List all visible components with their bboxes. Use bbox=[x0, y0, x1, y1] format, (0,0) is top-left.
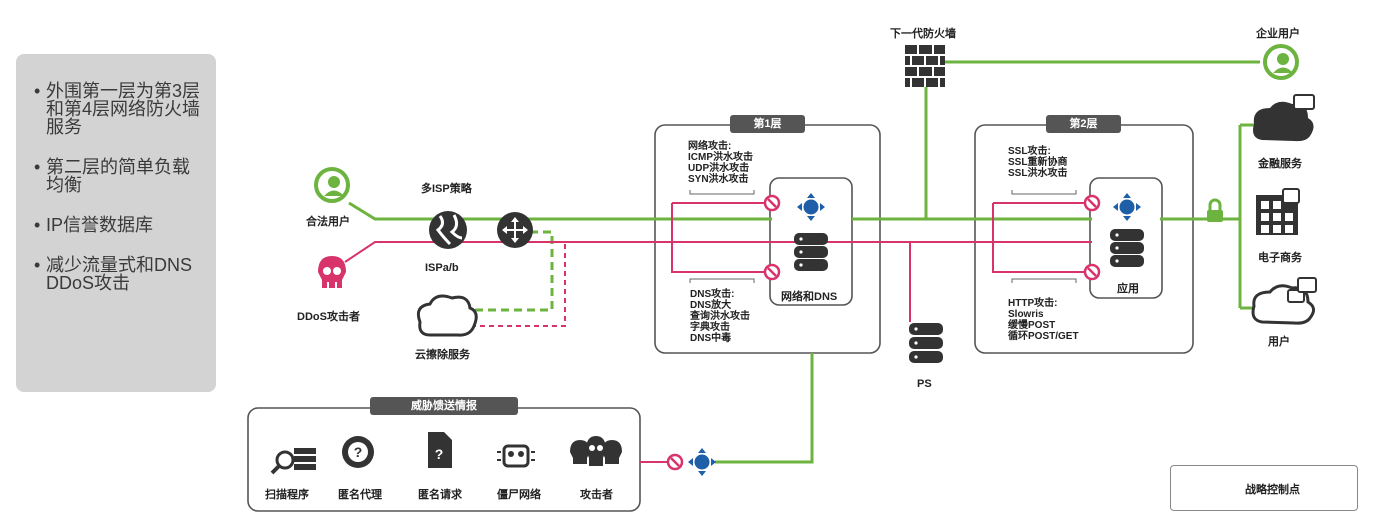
http-attack-title: HTTP攻击: bbox=[1008, 298, 1058, 309]
scanner-label: 扫描程序 bbox=[265, 489, 309, 501]
svg-text:?: ? bbox=[354, 444, 363, 460]
enterprise-user-icon bbox=[1263, 44, 1299, 80]
finance-cloud-icon bbox=[1253, 94, 1315, 142]
cloud-icon bbox=[416, 294, 478, 337]
legend-label: 战略控制点 bbox=[1245, 484, 1300, 496]
anon-request-icon: ? bbox=[428, 432, 452, 468]
lock-icon bbox=[1207, 198, 1223, 222]
http-attack-items: Slowris 缓慢POST 循环POST/GET bbox=[1008, 309, 1079, 342]
http-attack-list: HTTP攻击: Slowris 缓慢POST 循环POST/GET bbox=[1008, 298, 1079, 342]
globe-icon bbox=[429, 211, 467, 249]
ngfw-label: 下一代防火墙 bbox=[890, 28, 956, 40]
block-icon-5 bbox=[666, 453, 684, 471]
finance-label: 金融服务 bbox=[1258, 158, 1302, 170]
firewall-icon bbox=[905, 45, 945, 87]
cloud-scrub-label: 云擦除服务 bbox=[415, 349, 470, 361]
ispab-label: ISPa/b bbox=[425, 262, 459, 274]
skulls-icon bbox=[570, 436, 622, 466]
app-label: 应用 bbox=[1117, 283, 1139, 295]
dns-attack-items: DNS放大 查询洪水攻击 字典攻击 DNS中毒 bbox=[690, 300, 750, 344]
network-attack-title: 网络攻击: bbox=[688, 141, 732, 152]
ssl-attack-title: SSL攻击: bbox=[1008, 146, 1051, 157]
network-attack-items: ICMP洪水攻击 UDP洪水攻击 SYN洪水攻击 bbox=[688, 152, 753, 185]
enterprise-user-label: 企业用户 bbox=[1256, 28, 1300, 40]
legit-user-label: 合法用户 bbox=[306, 216, 350, 228]
legit-user-icon bbox=[314, 167, 350, 203]
ssl-attack-items: SSL重新协商 SSL洪水攻击 bbox=[1008, 157, 1068, 179]
block-icon-2 bbox=[763, 263, 781, 281]
user-cloud-icon bbox=[1251, 277, 1317, 325]
net-dns-label: 网络和DNS bbox=[781, 291, 838, 303]
botnet-icon bbox=[497, 444, 535, 468]
skull-icon bbox=[318, 256, 346, 288]
block-icon-3 bbox=[1083, 194, 1101, 212]
botnet-label: 僵尸网络 bbox=[497, 489, 541, 501]
ecommerce-label: 电子商务 bbox=[1258, 252, 1302, 264]
ps-label: PS bbox=[917, 378, 932, 390]
anon-request-label: 匿名请求 bbox=[418, 489, 462, 501]
control-point-threat bbox=[688, 448, 716, 476]
bullet-3: IP信誉数据库 bbox=[34, 216, 206, 234]
block-icon-1 bbox=[763, 194, 781, 212]
dns-attack-list: DNS攻击: DNS放大 查询洪水攻击 字典攻击 DNS中毒 bbox=[690, 289, 750, 344]
summary-panel: 外围第一层为第3层和第4层网络防火墙服务 第二层的简单负载均衡 IP信誉数据库 … bbox=[16, 54, 216, 392]
multi-isp-label: 多ISP策略 bbox=[421, 183, 472, 195]
scanner-icon bbox=[270, 448, 316, 475]
ddos-attacker-label: DDoS攻击者 bbox=[297, 311, 360, 323]
attacker-label: 攻击者 bbox=[580, 489, 613, 501]
svg-text:?: ? bbox=[435, 446, 444, 462]
building-icon bbox=[1256, 188, 1300, 235]
users-label: 用户 bbox=[1268, 336, 1290, 348]
bullet-2: 第二层的简单负载均衡 bbox=[34, 158, 206, 194]
network-attack-list: 网络攻击: ICMP洪水攻击 UDP洪水攻击 SYN洪水攻击 bbox=[688, 141, 753, 185]
router-icon bbox=[497, 212, 533, 248]
threat-feed-tab: 威胁馈送情报 bbox=[370, 397, 518, 415]
server-icon-layer2 bbox=[1110, 229, 1144, 267]
server-icon-layer1 bbox=[794, 233, 828, 271]
bullet-1: 外围第一层为第3层和第4层网络防火墙服务 bbox=[34, 82, 206, 136]
server-icon-ps bbox=[909, 323, 943, 363]
block-icon-4 bbox=[1083, 263, 1101, 281]
bullet-4: 减少流量式和DNS DDoS攻击 bbox=[34, 256, 206, 292]
layer2-tab: 第2层 bbox=[1046, 115, 1121, 133]
ssl-attack-list: SSL攻击: SSL重新协商 SSL洪水攻击 bbox=[1008, 146, 1067, 179]
dns-attack-title: DNS攻击: bbox=[690, 289, 735, 300]
legend-box bbox=[1170, 465, 1358, 511]
anon-proxy-label: 匿名代理 bbox=[338, 489, 382, 501]
layer1-tab: 第1层 bbox=[730, 115, 805, 133]
anon-proxy-icon: ? bbox=[342, 436, 374, 468]
